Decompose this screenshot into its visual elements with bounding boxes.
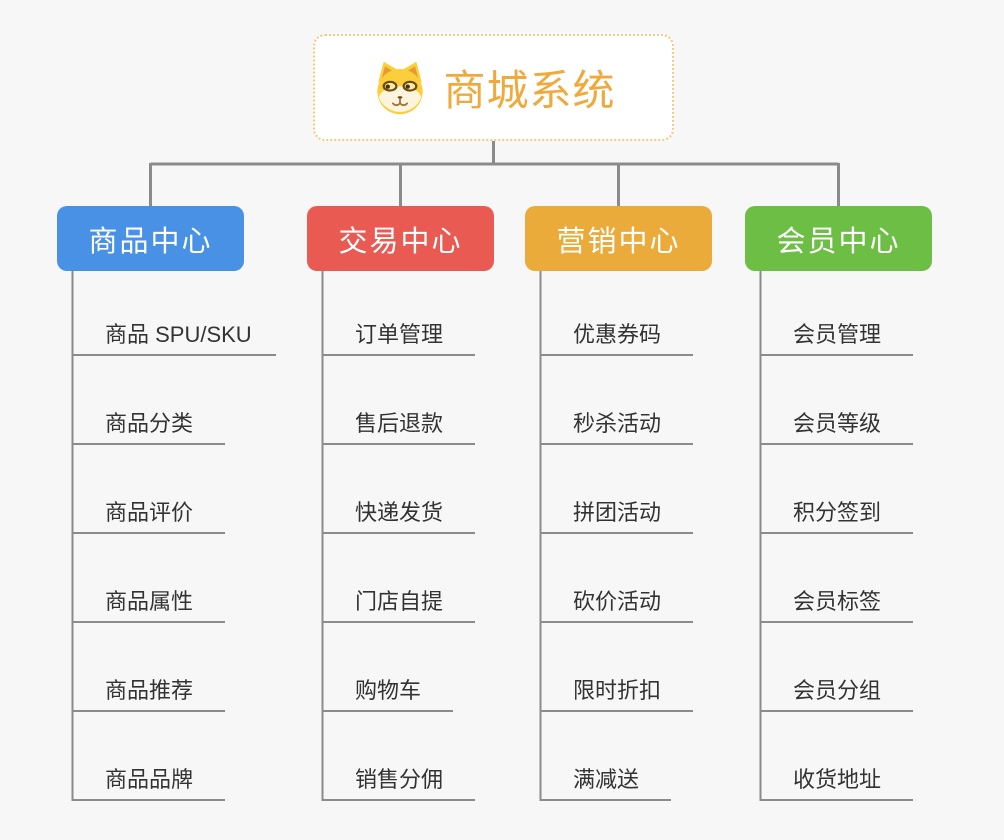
child-topic[interactable]: 收货地址	[760, 757, 913, 801]
child-topic[interactable]: 销售分佣	[322, 757, 475, 801]
child-topic[interactable]: 快递发货	[322, 490, 475, 534]
child-topic[interactable]: 商品 SPU/SKU	[72, 312, 276, 356]
root-title: 商城系统	[443, 67, 616, 114]
child-topic[interactable]: 商品评价	[72, 490, 225, 534]
branch-label: 营销中心	[556, 225, 681, 258]
child-topic[interactable]: 购物车	[322, 668, 453, 712]
child-topic[interactable]: 积分签到	[760, 490, 913, 534]
child-topic[interactable]: 会员等级	[760, 401, 913, 445]
branch-node-marketing-center[interactable]: 营销中心	[525, 206, 712, 271]
branch-label: 交易中心	[338, 225, 463, 258]
child-topic[interactable]: 商品推荐	[72, 668, 225, 712]
child-topic[interactable]: 秒杀活动	[540, 401, 693, 445]
child-topic[interactable]: 砍价活动	[540, 579, 693, 623]
child-topic[interactable]: 门店自提	[322, 579, 475, 623]
child-topic[interactable]: 商品品牌	[72, 757, 225, 801]
child-topic[interactable]: 商品分类	[72, 401, 225, 445]
branch-connectors	[149, 141, 840, 206]
branch-label: 会员中心	[776, 225, 901, 258]
child-topic[interactable]: 会员标签	[760, 579, 913, 623]
root-node[interactable]: 商城系统	[313, 34, 674, 141]
branch-node-member-center[interactable]: 会员中心	[745, 206, 932, 271]
child-topic[interactable]: 会员管理	[760, 312, 913, 356]
child-topic[interactable]: 商品属性	[72, 579, 225, 623]
branch-label: 商品中心	[88, 225, 213, 258]
dog-face-icon	[377, 61, 424, 114]
branch-node-trade-center[interactable]: 交易中心	[307, 206, 494, 271]
child-topic[interactable]: 售后退款	[322, 401, 475, 445]
child-topic[interactable]: 优惠券码	[540, 312, 693, 356]
child-topic[interactable]: 拼团活动	[540, 490, 693, 534]
branch-node-product-center[interactable]: 商品中心	[57, 206, 244, 271]
child-topic[interactable]: 会员分组	[760, 668, 913, 712]
child-topic[interactable]: 满减送	[540, 757, 671, 801]
child-topic[interactable]: 订单管理	[322, 312, 475, 356]
child-topic[interactable]: 限时折扣	[540, 668, 693, 712]
